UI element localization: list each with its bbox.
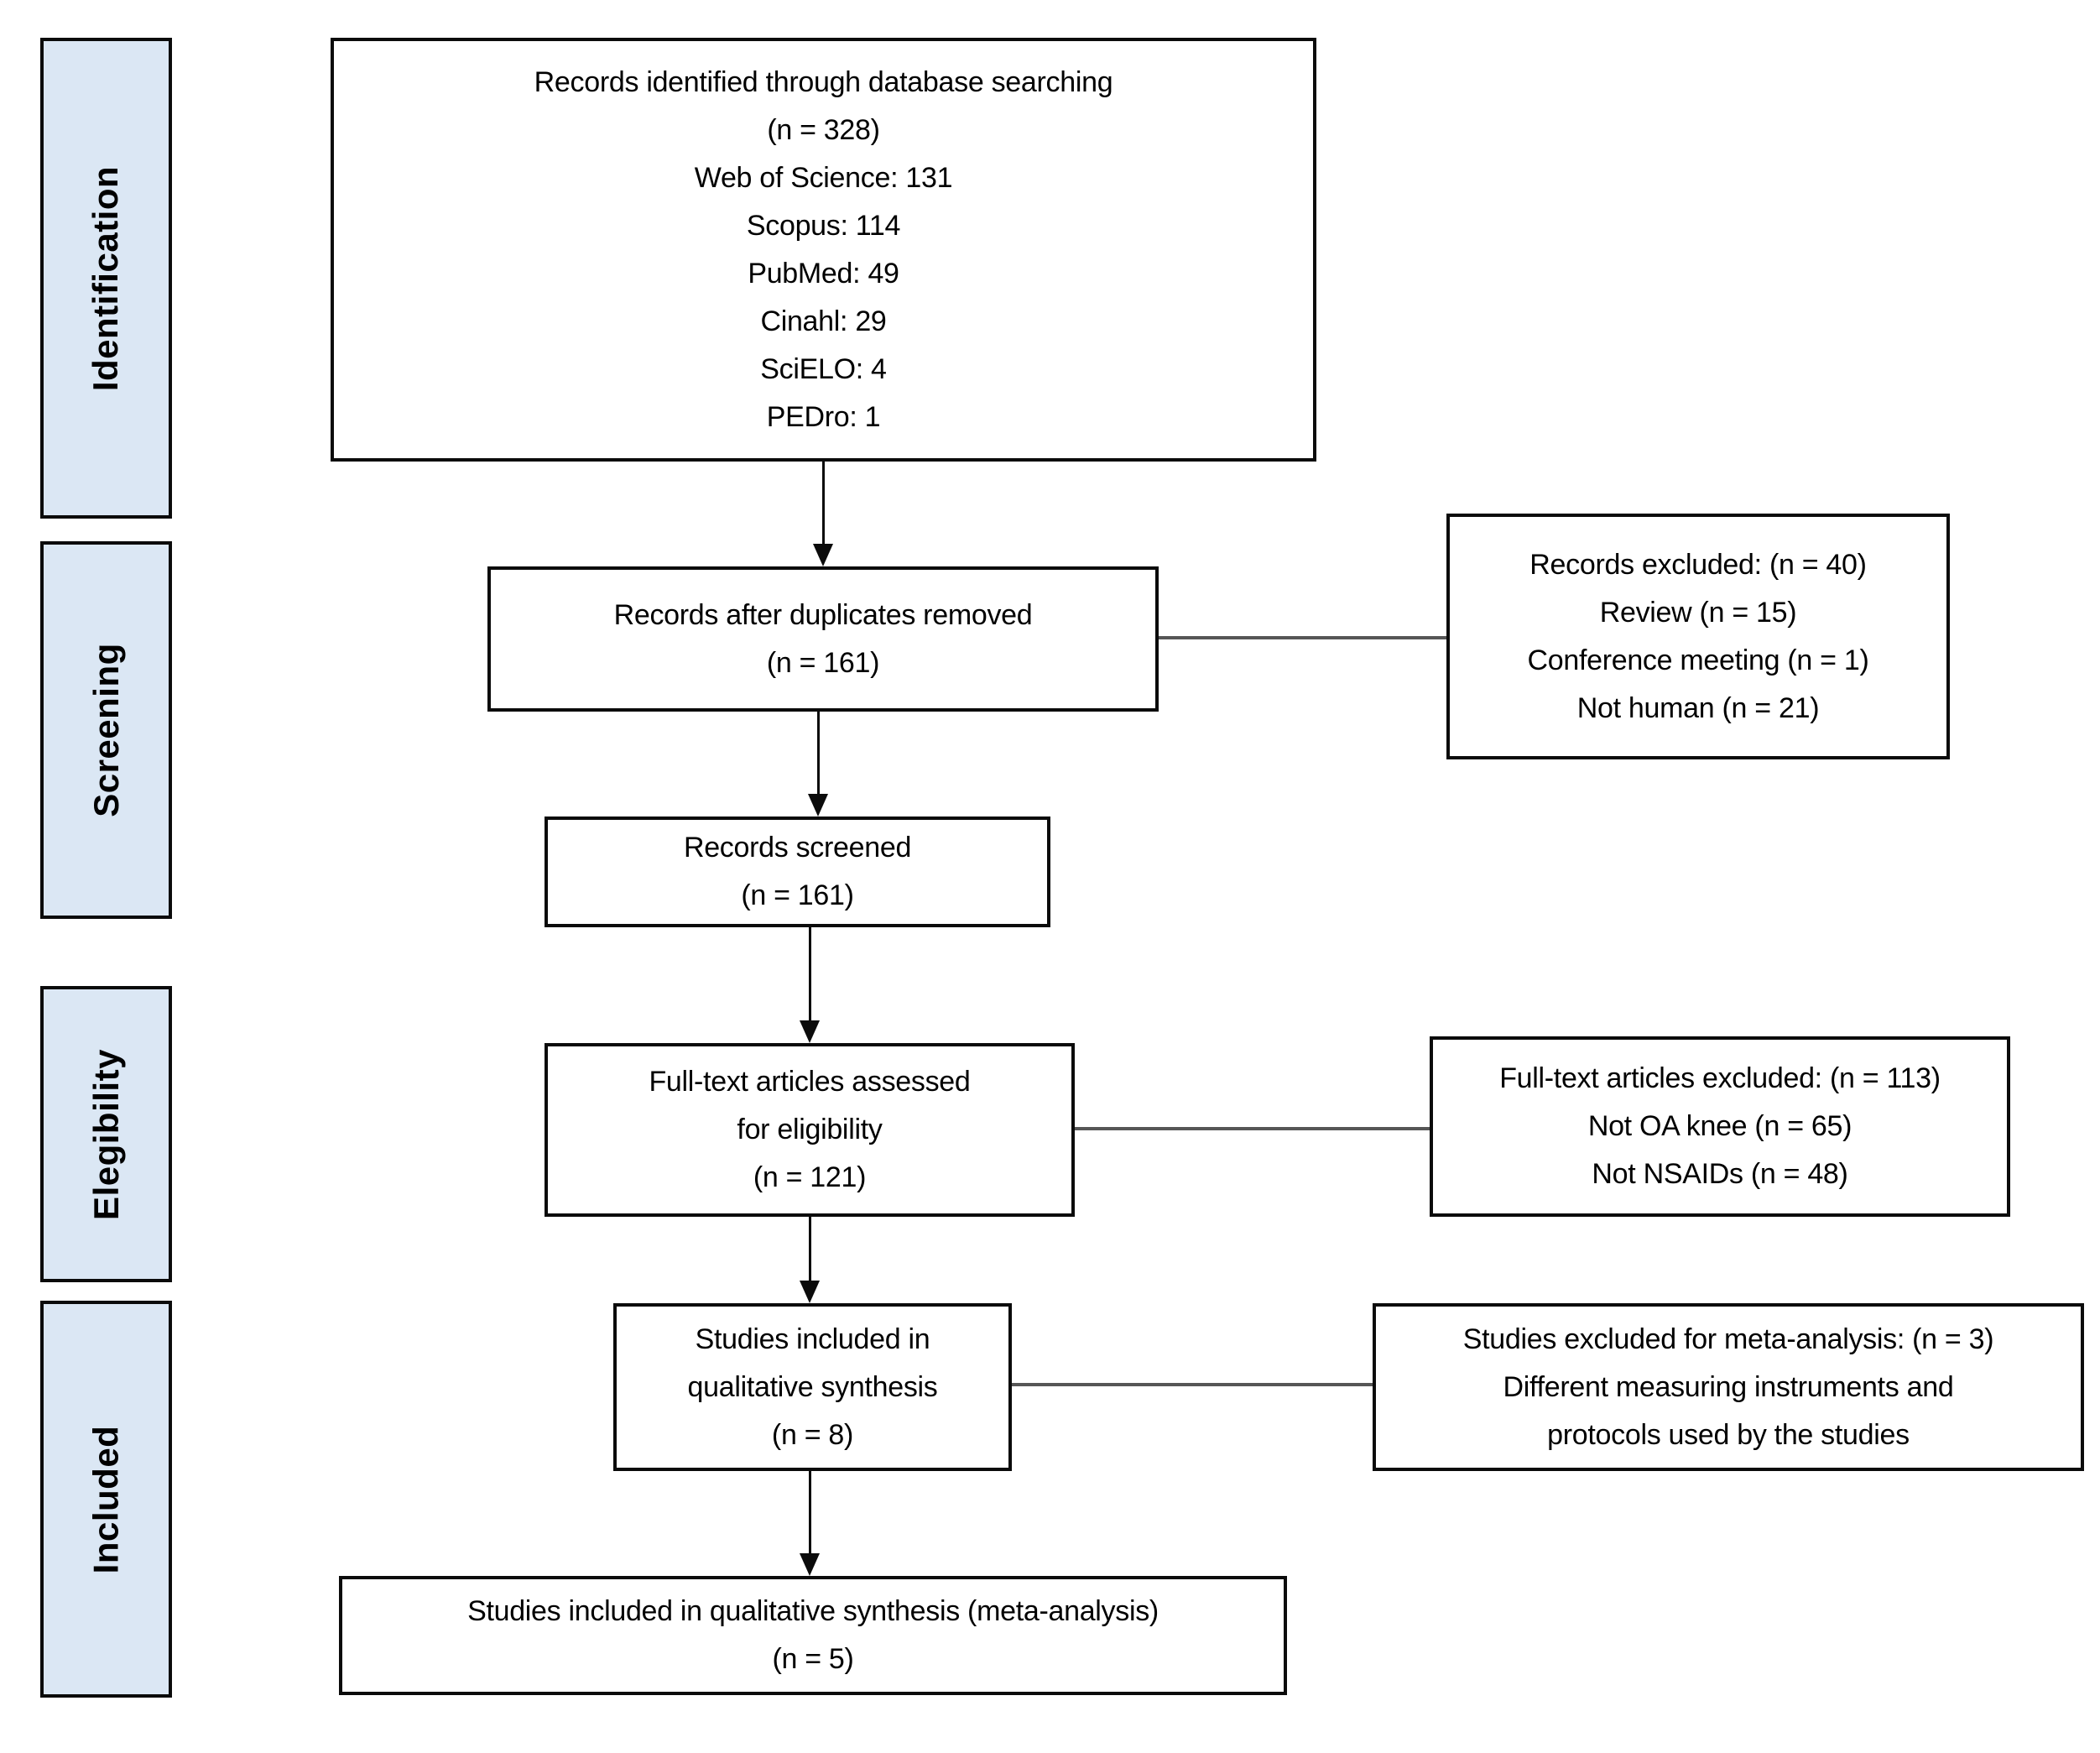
stage-box-included: Included xyxy=(40,1301,172,1698)
box-fulltext-excluded: Full-text articles excluded: (n = 113) N… xyxy=(1430,1036,2010,1217)
box-records-screened: Records screened (n = 161) xyxy=(545,817,1050,927)
arrow-line-fulltext-to-qualitative xyxy=(809,1217,811,1282)
arrow-head-duplicates-to-screened xyxy=(808,794,828,817)
stage-box-elegibility: Elegibility xyxy=(40,986,172,1282)
box-qualitative-included: Studies included in qualitative synthesi… xyxy=(613,1303,1012,1471)
arrow-head-qualitative-to-meta xyxy=(800,1553,820,1576)
arrow-head-fulltext-to-qualitative xyxy=(800,1281,820,1303)
box-fulltext-assessed-text: Full-text articles assessed for eligibil… xyxy=(649,1066,971,1193)
box-records-identified: Records identified through database sear… xyxy=(331,38,1316,462)
box-duplicates-removed-text: Records after duplicates removed (n = 16… xyxy=(613,598,1033,679)
box-records-excluded-text: Records excluded: (n = 40) Review (n = 1… xyxy=(1527,548,1869,724)
box-duplicates-removed: Records after duplicates removed (n = 16… xyxy=(487,566,1159,712)
box-meta-excluded-text: Studies excluded for meta-analysis: (n =… xyxy=(1462,1323,1994,1451)
stage-box-identification: Identification xyxy=(40,38,172,519)
stage-label-identification: Identification xyxy=(86,165,126,391)
stage-label-screening: Screening xyxy=(86,643,126,817)
box-fulltext-excluded-text: Full-text articles excluded: (n = 113) N… xyxy=(1499,1062,1941,1190)
arrow-line-qualitative-to-meta xyxy=(809,1471,811,1555)
box-meta-included-text: Studies included in qualitative synthesi… xyxy=(467,1595,1159,1675)
stage-label-elegibility: Elegibility xyxy=(86,1048,126,1220)
arrow-line-screened-to-fulltext xyxy=(809,927,811,1021)
box-records-identified-text: Records identified through database sear… xyxy=(534,65,1113,433)
arrow-head-screened-to-fulltext xyxy=(800,1020,820,1043)
arrow-line-identified-to-duplicates xyxy=(822,462,825,545)
box-meta-included: Studies included in qualitative synthesi… xyxy=(339,1576,1287,1695)
arrow-line-duplicates-to-screened xyxy=(817,712,820,796)
stage-label-included: Included xyxy=(86,1425,126,1573)
stage-box-screening: Screening xyxy=(40,541,172,919)
box-qualitative-included-text: Studies included in qualitative synthesi… xyxy=(687,1323,938,1451)
box-records-excluded: Records excluded: (n = 40) Review (n = 1… xyxy=(1446,514,1950,759)
connector-qualitative-to-meta-excluded xyxy=(1012,1383,1373,1386)
connector-fulltext-to-fulltext-excluded xyxy=(1075,1127,1430,1130)
box-meta-excluded: Studies excluded for meta-analysis: (n =… xyxy=(1373,1303,2084,1471)
connector-duplicates-to-records-excluded xyxy=(1159,636,1446,639)
arrow-head-identified-to-duplicates xyxy=(813,544,833,566)
box-fulltext-assessed: Full-text articles assessed for eligibil… xyxy=(545,1043,1075,1217)
box-records-screened-text: Records screened (n = 161) xyxy=(683,832,912,911)
